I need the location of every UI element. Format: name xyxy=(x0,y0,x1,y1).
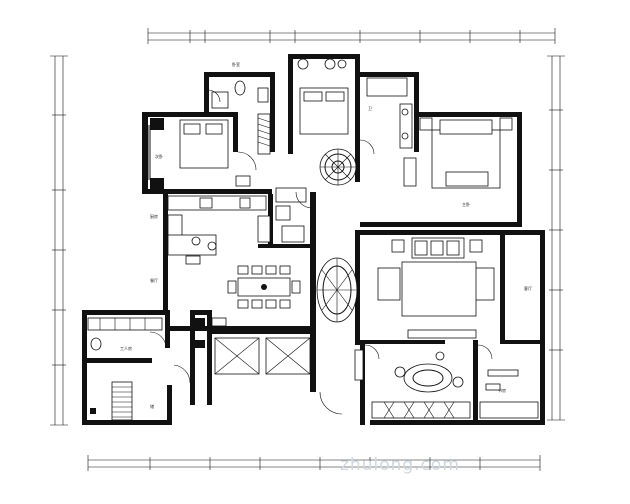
bedroom-left: 次卧 xyxy=(150,118,251,189)
watermark: zhulong.com xyxy=(340,455,460,475)
master-bedroom: 主卧 xyxy=(403,117,513,207)
elevator-core xyxy=(195,317,364,381)
room-label-study: 书房 xyxy=(498,387,506,393)
bath-right: 卫 xyxy=(366,77,413,149)
bath-top: 卧室 xyxy=(211,61,269,109)
bedroom-top xyxy=(297,58,349,135)
room-label-master-bedroom: 主卧 xyxy=(462,201,470,207)
room-label-bedroom-top: 卧室 xyxy=(232,61,240,67)
utility: 工人房 储 xyxy=(87,317,163,409)
study: 书房 xyxy=(371,351,539,419)
dining: 餐厅 xyxy=(150,265,301,309)
door-swings xyxy=(149,89,493,415)
rotunda-oval xyxy=(316,257,358,323)
kitchen: 厨房 xyxy=(150,187,307,265)
walls xyxy=(82,54,545,425)
room-label-bath-1: 卫 xyxy=(368,106,372,111)
room-label-utility: 工人房 xyxy=(120,345,132,351)
dimension-left xyxy=(50,55,68,426)
rotunda-top xyxy=(319,148,357,186)
living-room: 客厅 xyxy=(377,237,532,339)
room-label-kitchen: 厨房 xyxy=(150,213,158,219)
wardrobe xyxy=(257,113,271,155)
stair xyxy=(90,381,133,421)
room-label-living: 客厅 xyxy=(524,285,532,291)
dimension-right xyxy=(547,55,565,421)
room-label-storage: 储 xyxy=(150,403,154,409)
windows xyxy=(147,55,544,330)
dimension-top xyxy=(147,28,556,44)
room-label-bedroom-left: 次卧 xyxy=(155,153,163,159)
dimension-bottom xyxy=(87,455,541,471)
room-label-dining: 餐厅 xyxy=(150,277,158,283)
